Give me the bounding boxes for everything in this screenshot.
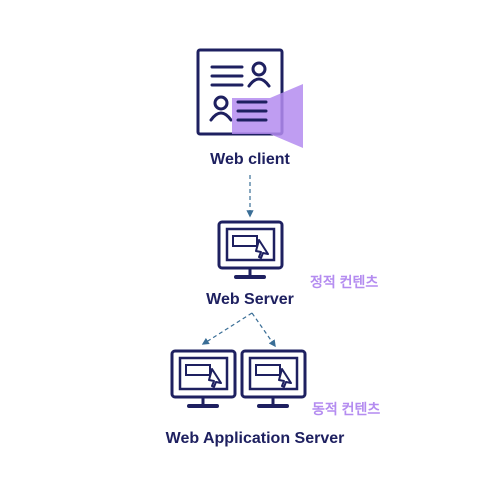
web-client-icon xyxy=(196,48,303,148)
arrow-server-to-was-right xyxy=(251,312,276,348)
static-content-note: 정적 컨텐츠 xyxy=(310,274,379,290)
arrow-server-to-was-left xyxy=(201,312,253,345)
was-label: Web Application Server xyxy=(165,430,345,447)
web-server-label: Web Server xyxy=(206,291,294,308)
dynamic-content-note: 동적 컨텐츠 xyxy=(312,401,381,417)
was-monitor-icon-right xyxy=(240,349,307,408)
web-client-label: Web client xyxy=(210,151,290,168)
megaphone-icon xyxy=(232,84,303,148)
web-server-monitor-icon xyxy=(217,220,284,279)
was-monitor-icon-left xyxy=(170,349,237,408)
